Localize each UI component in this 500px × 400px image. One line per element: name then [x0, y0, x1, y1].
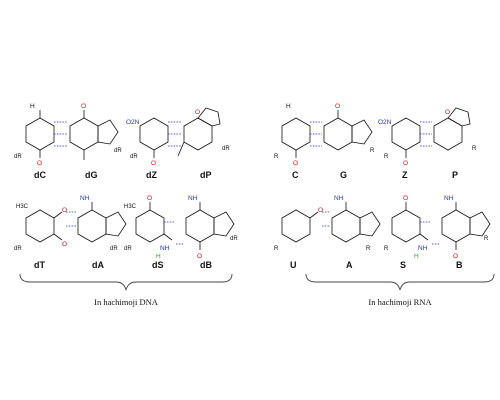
sugar-label: dR — [114, 148, 122, 154]
atom-O: O — [197, 253, 202, 260]
sugar-label: dR — [124, 246, 132, 252]
sugar-label: dR — [14, 246, 22, 252]
atom-O: O — [335, 103, 340, 110]
rna-caption: In hachimoji RNA — [368, 297, 432, 307]
label-P: P — [452, 170, 458, 180]
sugar-label: R — [274, 246, 279, 252]
label-dB: dB — [200, 260, 212, 270]
sugar-label: dR — [14, 154, 22, 160]
nitro-group: O2N — [126, 119, 140, 126]
methyl-group: H3C — [16, 204, 29, 210]
atom-H-green: H — [156, 253, 161, 260]
sugar-label: R — [384, 154, 389, 160]
molecule-dS: O H3C dR NH H — [124, 195, 173, 260]
sugar-label: R — [274, 154, 279, 160]
molecule-dP: O dR — [177, 107, 230, 157]
molecule-dB: NH O dR — [185, 195, 238, 260]
label-U: U — [290, 260, 297, 270]
dna-panel: H O dR O dR dC dG O2N O dR — [14, 103, 238, 307]
label-dG: dG — [85, 170, 98, 180]
atom-O: O — [62, 207, 67, 214]
molecule-Z: O2N O R — [378, 117, 421, 167]
label-dZ: dZ — [146, 170, 157, 180]
atom-O: O — [151, 160, 156, 167]
molecule-dT: H3C O O dR — [14, 204, 67, 252]
molecule-dG: O dR — [69, 103, 122, 160]
nitro-group: O2N — [378, 119, 392, 126]
amine: NH — [80, 195, 90, 202]
amine: NH — [334, 195, 344, 202]
atom-O: O — [195, 109, 200, 116]
sugar-label: R — [472, 146, 477, 152]
atom-O: O — [403, 195, 408, 202]
amine: NH — [444, 195, 454, 202]
atom-O: O — [403, 160, 408, 167]
rna-panel: H O R O R C G O2N O R — [274, 103, 495, 307]
molecule-U: O R — [274, 207, 323, 252]
sugar-label: R — [366, 246, 371, 252]
amine: NH — [418, 245, 428, 252]
sugar-label: dR — [222, 146, 230, 152]
label-dS: dS — [152, 260, 164, 270]
atom-O: O — [453, 253, 458, 260]
label-S: S — [400, 260, 406, 270]
molecule-dA: NH dR — [77, 195, 127, 252]
sugar-label: R — [384, 246, 389, 252]
atom-H-green: H — [414, 253, 419, 260]
methyl-group: H3C — [124, 204, 137, 210]
molecule-C: H O R — [274, 103, 311, 167]
sugar-label: dR — [130, 154, 138, 160]
atom-O: O — [445, 109, 450, 116]
sugar-label: dR — [230, 236, 238, 242]
label-dT: dT — [34, 260, 45, 270]
molecule-G: O R — [323, 103, 375, 154]
label-G: G — [340, 170, 347, 180]
label-C: C — [292, 170, 299, 180]
molecule-dZ: O2N O dR — [126, 117, 169, 167]
rna-brace — [305, 273, 495, 291]
molecule-S: O R NH H — [384, 195, 429, 260]
label-B: B — [456, 260, 463, 270]
sugar-label: R — [370, 148, 375, 154]
dna-caption: In hachimoji DNA — [94, 297, 159, 307]
atom-O: O — [81, 103, 86, 110]
atom-O: O — [147, 195, 152, 202]
atom-O: O — [37, 160, 42, 167]
amine: NH — [160, 245, 170, 252]
label-Z: Z — [402, 170, 408, 180]
atom-O: O — [62, 241, 67, 248]
label-dP: dP — [200, 170, 212, 180]
atom-H: H — [30, 103, 35, 110]
atom-O: O — [293, 160, 298, 167]
sugar-label: dR — [110, 246, 118, 252]
atom-H: H — [286, 103, 291, 110]
amine: NH — [188, 195, 198, 202]
molecule-B: NH O R — [441, 195, 491, 260]
molecule-P: O R — [433, 107, 477, 152]
sugar-label: R — [484, 236, 489, 242]
dna-brace — [19, 273, 233, 291]
label-dC: dC — [34, 170, 46, 180]
label-A: A — [346, 260, 353, 270]
label-dA: dA — [92, 260, 104, 270]
atom-O: O — [318, 207, 323, 214]
molecule-dC: H O dR — [14, 103, 55, 167]
molecule-A: NH R — [331, 195, 381, 252]
